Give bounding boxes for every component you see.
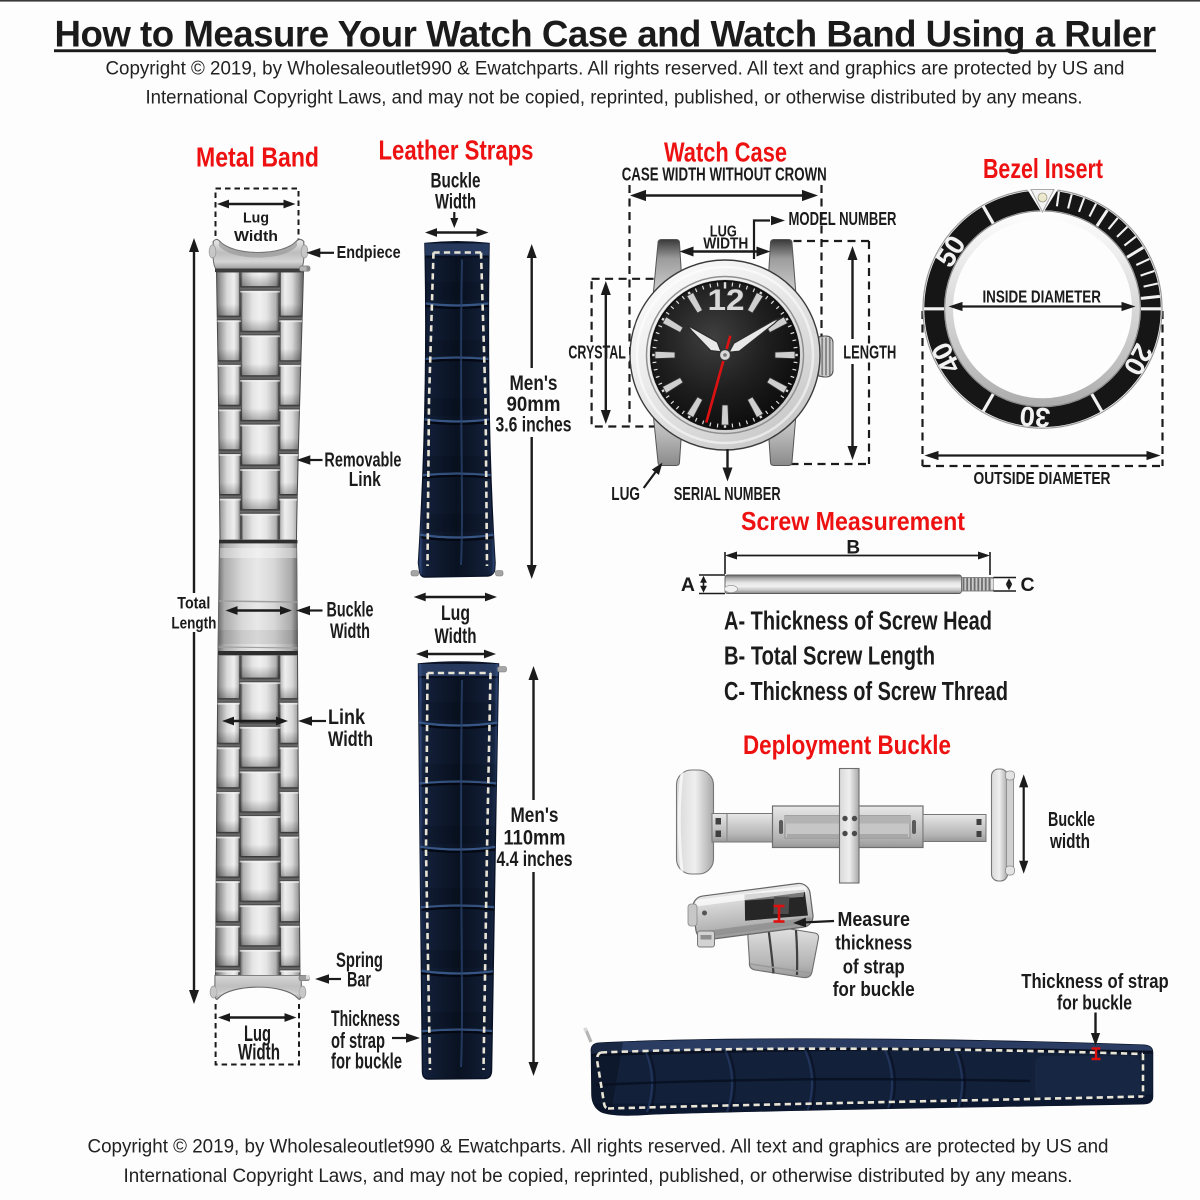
svg-text:Width: Width: [238, 1040, 280, 1065]
svg-text:Men's: Men's: [510, 372, 558, 395]
svg-text:Link: Link: [349, 469, 382, 491]
svg-text:INSIDE DIAMETER: INSIDE DIAMETER: [982, 287, 1101, 307]
svg-text:Deployment Buckle: Deployment Buckle: [743, 730, 951, 760]
svg-text:LUG: LUG: [611, 483, 640, 504]
svg-text:How to Measure Your Watch Case: How to Measure Your Watch Case and Watch…: [55, 13, 1157, 55]
svg-text:International Copyright Laws,: International Copyright Laws, and may no…: [146, 88, 1083, 109]
svg-text:Width: Width: [234, 228, 278, 245]
svg-text:Men's: Men's: [511, 804, 559, 827]
svg-text:C- Thickness of Screw Thread: C- Thickness of Screw Thread: [724, 678, 1008, 706]
svg-text:Measure: Measure: [837, 908, 910, 931]
svg-text:C: C: [1021, 574, 1035, 596]
svg-text:LUG: LUG: [710, 224, 737, 241]
svg-text:A- Thickness of Screw Head: A- Thickness of Screw Head: [724, 607, 992, 635]
svg-text:B: B: [846, 537, 860, 558]
svg-text:CASE WIDTH WITHOUT CROWN: CASE WIDTH WITHOUT CROWN: [622, 164, 827, 185]
svg-text:Length: Length: [171, 615, 216, 633]
svg-text:LENGTH: LENGTH: [843, 341, 896, 362]
svg-text:for buckle: for buckle: [331, 1049, 402, 1074]
svg-text:Buckle: Buckle: [327, 598, 374, 621]
svg-text:of strap: of strap: [843, 956, 905, 979]
svg-text:Thickness of strap: Thickness of strap: [1021, 970, 1169, 993]
svg-text:Screw Measurement: Screw Measurement: [741, 506, 965, 536]
svg-text:Width: Width: [330, 620, 370, 643]
svg-text:CRYSTAL: CRYSTAL: [568, 342, 626, 363]
svg-text:Width: Width: [435, 624, 477, 648]
svg-text:Lug: Lug: [441, 601, 470, 625]
svg-text:Buckle: Buckle: [431, 168, 481, 192]
svg-text:International Copyright Laws,: International Copyright Laws, and may no…: [124, 1166, 1073, 1187]
svg-text:Endpiece: Endpiece: [337, 242, 401, 262]
svg-text:WIDTH: WIDTH: [703, 236, 748, 253]
svg-text:Link: Link: [328, 706, 365, 729]
svg-text:of strap: of strap: [331, 1028, 385, 1053]
svg-text:Total: Total: [177, 595, 210, 613]
svg-text:90mm: 90mm: [507, 393, 561, 416]
svg-text:Removable: Removable: [324, 450, 401, 472]
svg-text:Copyright © 2019, by Wholesal: Copyright © 2019, by Wholesaleoutlet990 …: [106, 59, 1125, 80]
svg-text:Metal Band: Metal Band: [196, 142, 319, 173]
svg-text:30: 30: [1019, 400, 1052, 433]
svg-text:Width: Width: [328, 728, 373, 751]
svg-text:SERIAL NUMBER: SERIAL NUMBER: [674, 483, 781, 504]
svg-text:Leather Straps: Leather Straps: [379, 135, 534, 166]
svg-text:Thickness: Thickness: [331, 1006, 400, 1031]
svg-text:Width: Width: [435, 189, 476, 213]
svg-text:4.4 inches: 4.4 inches: [497, 848, 573, 871]
svg-text:12: 12: [708, 284, 745, 317]
svg-text:Bar: Bar: [347, 969, 371, 992]
svg-text:Copyright © 2019, by Wholesal: Copyright © 2019, by Wholesaleoutlet990 …: [88, 1137, 1109, 1158]
svg-text:MODEL NUMBER: MODEL NUMBER: [789, 209, 897, 229]
svg-text:Bezel Insert: Bezel Insert: [983, 153, 1103, 184]
svg-text:thickness: thickness: [835, 932, 912, 955]
svg-text:Buckle: Buckle: [1048, 809, 1095, 831]
svg-text:3.6 inches: 3.6 inches: [496, 414, 572, 437]
svg-text:Spring: Spring: [336, 949, 383, 972]
svg-text:Lug: Lug: [244, 1021, 271, 1046]
svg-text:width: width: [1049, 831, 1090, 853]
svg-text:B- Total Screw Length: B- Total Screw Length: [724, 643, 935, 671]
svg-text:A: A: [681, 574, 695, 596]
svg-text:110mm: 110mm: [504, 827, 566, 850]
svg-text:for buckle: for buckle: [833, 978, 915, 1001]
svg-text:OUTSIDE DIAMETER: OUTSIDE DIAMETER: [974, 468, 1111, 488]
svg-text:Lug: Lug: [243, 210, 269, 227]
svg-text:for buckle: for buckle: [1057, 991, 1132, 1014]
svg-text:Watch Case: Watch Case: [664, 137, 787, 168]
